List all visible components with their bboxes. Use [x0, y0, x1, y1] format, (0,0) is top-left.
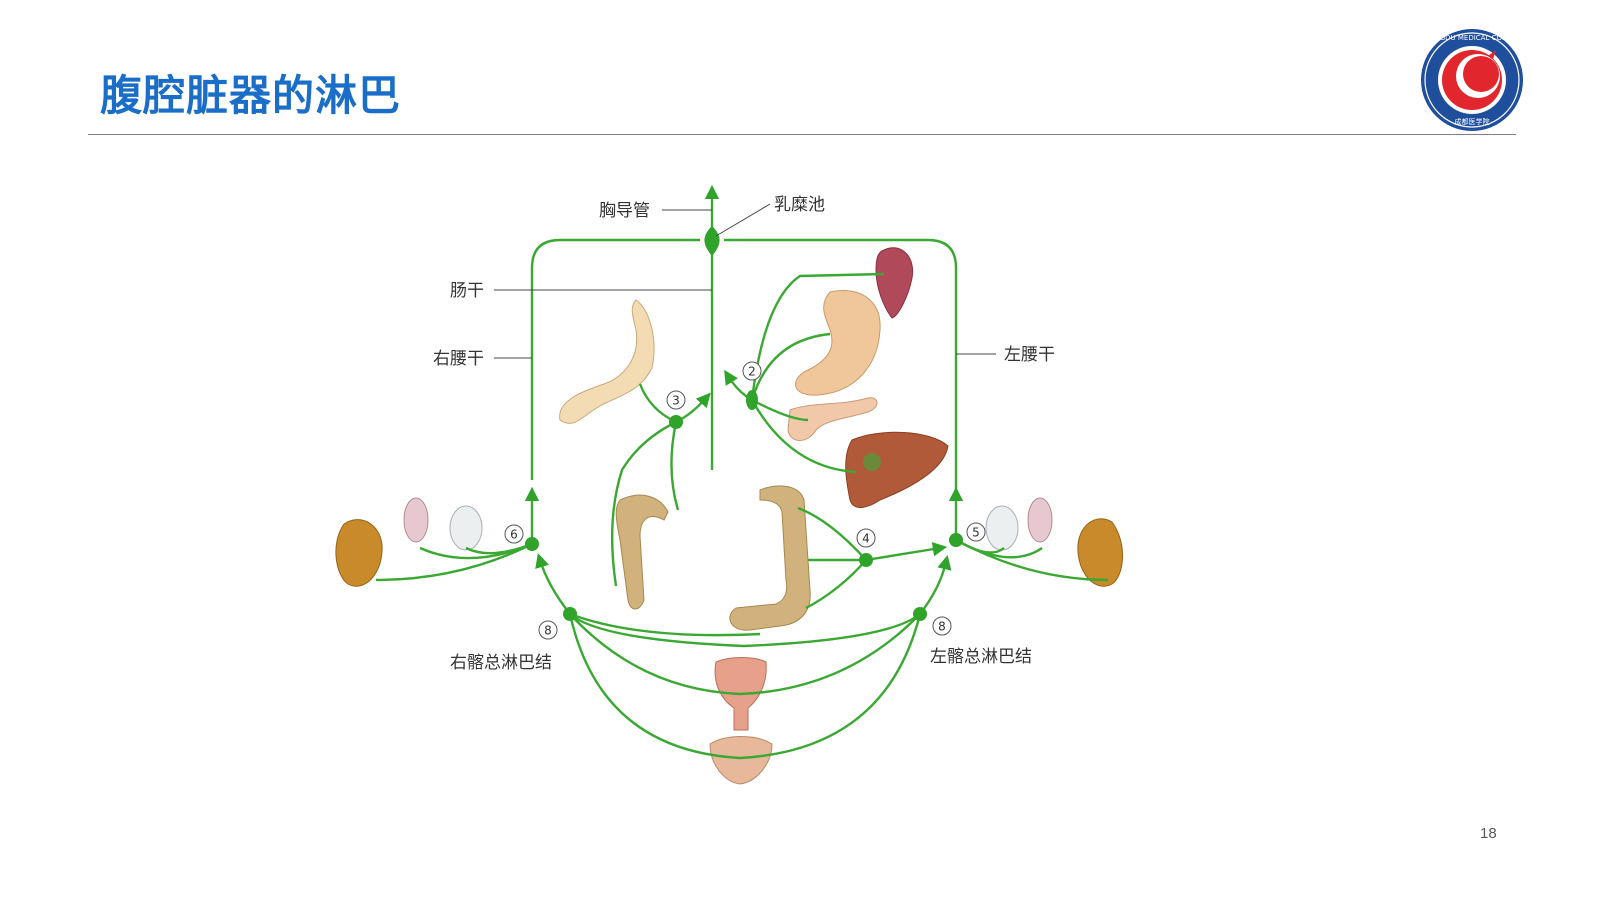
marker-3: 3 [672, 394, 680, 408]
bladder-illustration [710, 737, 772, 785]
label-right-common-iliac: 右髂总淋巴结 [450, 653, 552, 673]
spleen-illustration [876, 248, 913, 318]
label-right-lumbar-trunk: 右腰干 [433, 349, 484, 369]
marker-4: 4 [862, 532, 870, 546]
ascending-colon-illustration [616, 495, 668, 609]
marker-5: 5 [972, 526, 980, 540]
label-left-lumbar-trunk: 左腰干 [1004, 345, 1055, 365]
left-kidney-illustration [1078, 519, 1123, 586]
left-adrenal-testis-illustration [986, 498, 1052, 550]
leader-lines [494, 204, 996, 358]
right-kidney-illustration [336, 520, 382, 587]
descending-colon-illustration [730, 486, 810, 630]
label-intestinal-trunk: 肠干 [450, 281, 484, 301]
page-number: 18 [1480, 825, 1497, 842]
marker-8-left: 8 [938, 620, 946, 634]
small-intestine-illustration [560, 300, 654, 423]
label-thoracic-duct: 胸导管 [599, 201, 650, 221]
marker-6: 6 [510, 528, 518, 542]
label-left-common-iliac: 左髂总淋巴结 [930, 647, 1032, 667]
marker-8-right: 8 [544, 624, 552, 638]
label-cisterna-chyli: 乳糜池 [774, 195, 825, 215]
liver-illustration [846, 432, 948, 507]
marker-2: 2 [748, 365, 756, 379]
stomach-illustration [796, 291, 881, 396]
right-adrenal-testis-illustration [404, 498, 482, 550]
